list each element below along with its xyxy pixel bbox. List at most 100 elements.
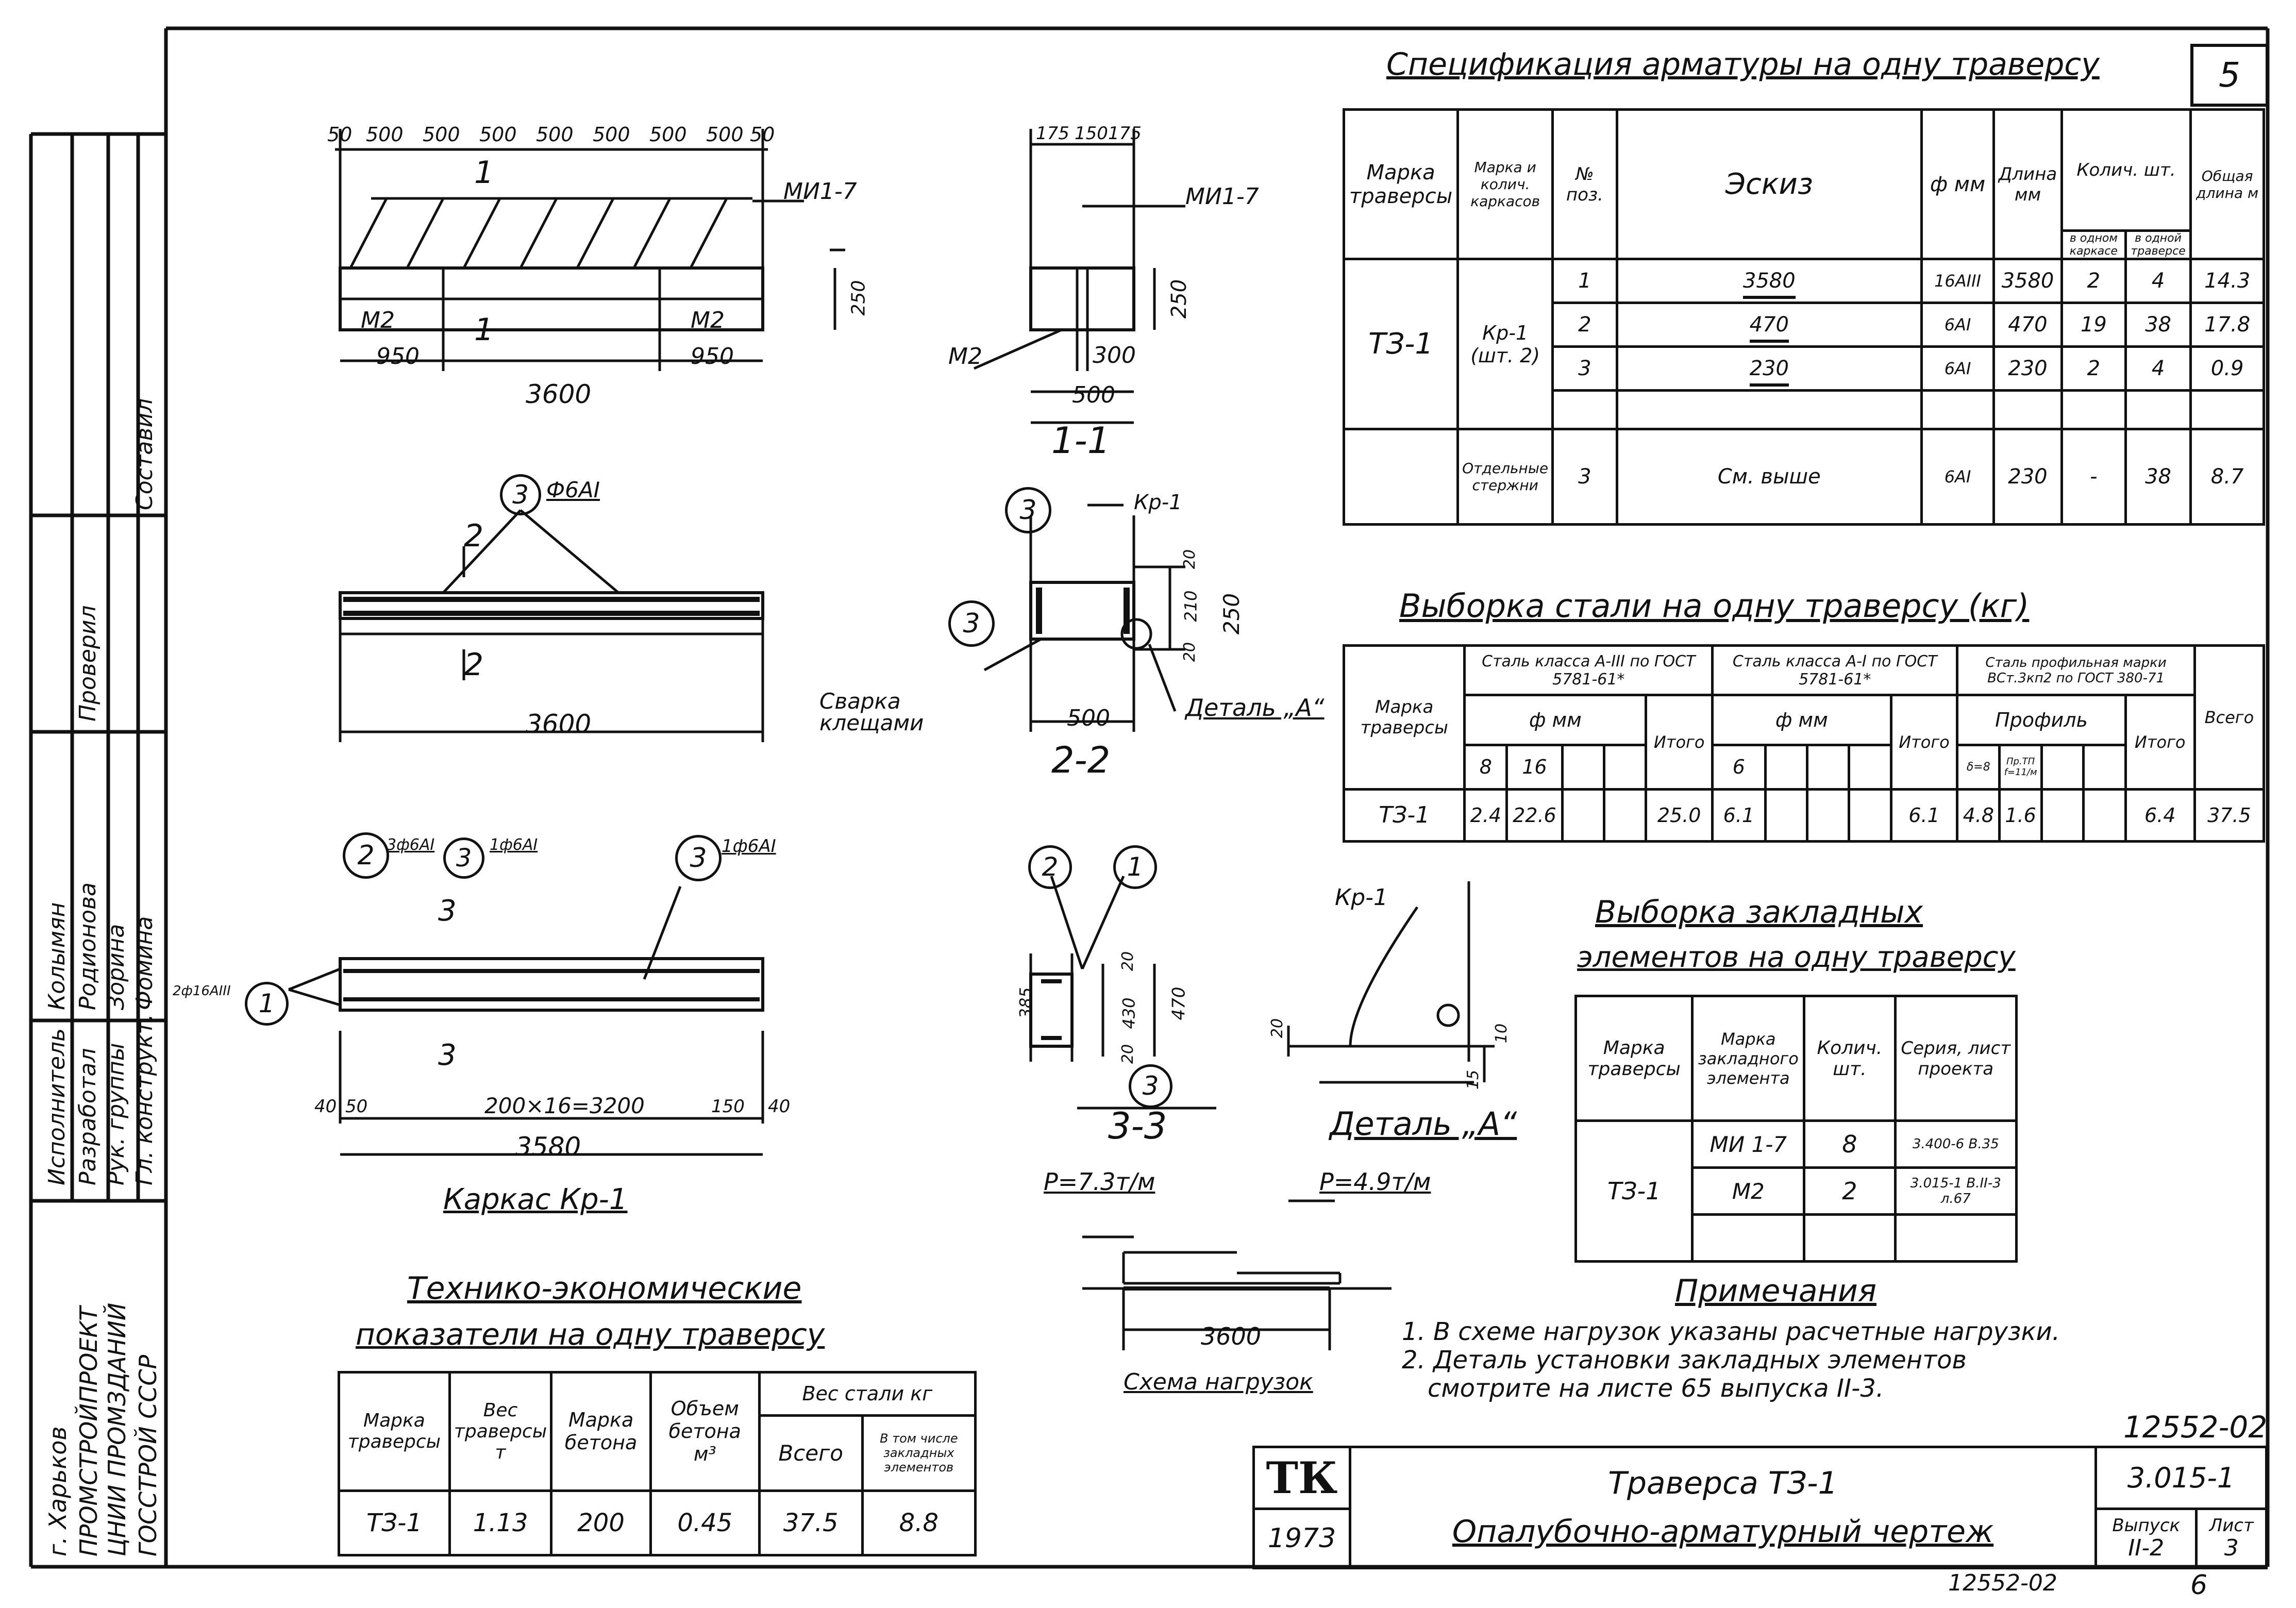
frame-label-3f6: 3ф6АI bbox=[387, 836, 435, 854]
section-22-title: 2-2 bbox=[1051, 739, 1111, 781]
stamp-title-2: Опалубочно-арматурный чертеж bbox=[1452, 1514, 1994, 1550]
emb-h-el: Марка закладного элемента bbox=[1691, 994, 1806, 1123]
stamp-title: Траверса ТЗ-1 Опалубочно-арматурный черт… bbox=[1349, 1446, 2097, 1569]
steel-h-d8: 8 bbox=[1463, 743, 1509, 791]
steel-a1-e2 bbox=[1805, 788, 1851, 843]
emb-h-series: Серия, лист проекта bbox=[1893, 994, 2018, 1123]
spec-sep-total: 8.7 bbox=[2189, 428, 2265, 526]
stamp-sheet: 3 bbox=[2224, 1534, 2239, 1561]
stamp-sheet-label: Лист bbox=[2209, 1515, 2254, 1536]
tep-h-concrete: Марка бетона bbox=[550, 1371, 652, 1492]
spec-title: Спецификация арматуры на одну траверсу bbox=[1386, 46, 2100, 82]
steel-p-e2 bbox=[2082, 788, 2127, 843]
emb-series-2: 3.015-1 В.II-3 л.67 bbox=[1893, 1166, 2018, 1216]
spec-mark: ТЗ-1 bbox=[1342, 258, 1460, 430]
stamp-code: 12552-02 bbox=[2123, 1410, 2268, 1445]
sheet-number: 5 bbox=[2190, 44, 2269, 107]
spec-len-2: 470 bbox=[1992, 301, 2063, 348]
spec-empty-dia bbox=[1920, 389, 1996, 430]
phi6-label: Ф6АI bbox=[546, 477, 600, 502]
spec-h-pos: № поз. bbox=[1551, 108, 1618, 260]
spec-len-1: 3580 bbox=[1992, 258, 2063, 304]
section-mark-3-bottom: 3 bbox=[438, 1038, 457, 1072]
spec-q1-2: 19 bbox=[2060, 301, 2127, 348]
steel-vp1: 4.8 bbox=[1956, 788, 2001, 843]
spec-sketch-2: 470 bbox=[1615, 301, 1923, 348]
spec-pos-1: 1 bbox=[1551, 258, 1618, 304]
note-1: 1. В схеме нагрузок указаны расчетные на… bbox=[1402, 1317, 2060, 1346]
dim-22-a: 20 bbox=[1181, 549, 1199, 569]
steel-v6: 6.1 bbox=[1711, 788, 1767, 843]
spec-sep-dia: 6АI bbox=[1920, 428, 1996, 526]
dim-3580: 3580 bbox=[515, 1132, 581, 1162]
tep-h-steel: Вес стали кг bbox=[758, 1371, 977, 1417]
spec-h-mark: Марка траверсы bbox=[1342, 108, 1460, 260]
tep-weight: 1.13 bbox=[448, 1489, 553, 1557]
stamp-title-1: Траверса ТЗ-1 bbox=[1608, 1465, 1838, 1501]
spec-h-frames: Марка и колич. каркасов bbox=[1456, 108, 1554, 260]
mi17-label-11: МИ1-7 bbox=[1185, 183, 1259, 210]
bar-callout-1-frame: 1 bbox=[245, 982, 289, 1026]
spec-q2-2: 38 bbox=[2124, 301, 2192, 348]
tep-incl: 8.8 bbox=[861, 1489, 977, 1557]
embedded-title-1: Выборка закладных bbox=[1595, 894, 1923, 930]
dim-33-a: 20 bbox=[1119, 951, 1137, 971]
dim-11-b: 150 bbox=[1075, 123, 1108, 144]
dim-470: 470 bbox=[1168, 986, 1189, 1020]
load-title: Схема нагрузок bbox=[1124, 1369, 1313, 1395]
stamp-year: 1973 bbox=[1252, 1507, 1351, 1569]
dim-top-5: 500 bbox=[593, 123, 630, 146]
frame-dim-50: 50 bbox=[345, 1096, 368, 1117]
frame-label-2f16: 2ф16АIII bbox=[173, 983, 231, 999]
emb-el-2: М2 bbox=[1691, 1166, 1806, 1216]
bar-callout-2-frame: 2 bbox=[343, 832, 389, 879]
steel-h-d16: 16 bbox=[1505, 743, 1564, 791]
steel-h-a3-e2 bbox=[1602, 743, 1648, 791]
embedded-title-2: элементов на одну траверсу bbox=[1577, 941, 2016, 974]
dim-top-1: 500 bbox=[366, 123, 404, 146]
emb-mark: ТЗ-1 bbox=[1574, 1119, 1694, 1263]
spec-empty-pos bbox=[1551, 389, 1618, 430]
bar-callout-3-frame-b: 3 bbox=[675, 835, 722, 881]
steel-h-itogo-a3: Итого bbox=[1645, 694, 1714, 791]
section-33-title: 3-3 bbox=[1108, 1105, 1167, 1147]
frame-title: Каркас Кр-1 bbox=[443, 1183, 628, 1216]
tep-h-incl: В том числе закладных элементов bbox=[861, 1414, 977, 1492]
spec-sep-empty bbox=[1342, 428, 1460, 526]
dim-250: 250 bbox=[848, 280, 869, 316]
emb-qty-1: 8 bbox=[1803, 1119, 1897, 1169]
steel-h-delta: δ=8 bbox=[1956, 743, 2001, 791]
spec-total-3: 0.9 bbox=[2189, 345, 2265, 392]
spec-h-len: Длина мм bbox=[1992, 108, 2063, 260]
detail-dim-15: 15 bbox=[1464, 1069, 1483, 1090]
dim-385: 385 bbox=[1016, 987, 1036, 1019]
stamp-logo: ТК bbox=[1252, 1446, 1351, 1510]
detail-title: Деталь „А“ bbox=[1330, 1105, 1517, 1143]
steel-h-dia-a1: ф мм bbox=[1711, 694, 1892, 746]
emb-h-mark: Марка траверсы bbox=[1574, 994, 1694, 1123]
load-span: 3600 bbox=[1201, 1322, 1262, 1350]
section-mark-1-bottom: 1 bbox=[474, 312, 494, 348]
bar-callout-3-22a: 3 bbox=[1005, 487, 1051, 533]
steel-h-a3: Сталь класса А-III по ГОСТ 5781-61* bbox=[1463, 644, 1714, 697]
dim-top-7: 500 bbox=[706, 123, 744, 146]
dim-top-6: 500 bbox=[649, 123, 687, 146]
steel-h-itogo-a1: Итого bbox=[1889, 694, 1959, 791]
frame-label-1f6-b: 1ф6АI bbox=[722, 836, 776, 857]
dim-950-right: 950 bbox=[691, 343, 734, 370]
bar-callout-3-frame-a: 3 bbox=[443, 837, 484, 879]
load-p1: P=7.3т/м bbox=[1044, 1168, 1155, 1196]
spec-sep-q2: 38 bbox=[2124, 428, 2192, 526]
spec-total-2: 17.8 bbox=[2189, 301, 2265, 348]
emb-e1 bbox=[1691, 1213, 1806, 1263]
steel-h-a1-e2 bbox=[1805, 743, 1851, 791]
emb-qty-2: 2 bbox=[1803, 1166, 1897, 1216]
tep-h-weight: Вес траверсы т bbox=[448, 1371, 553, 1492]
section-mark-2-top: 2 bbox=[464, 518, 484, 554]
steel-itogo3: 6.4 bbox=[2124, 788, 2196, 843]
steel-mark: ТЗ-1 bbox=[1342, 788, 1466, 843]
note-2: 2. Деталь установки закладных элементов bbox=[1402, 1346, 1967, 1375]
tep-title-2: показатели на одну траверсу bbox=[356, 1317, 825, 1352]
steel-itogo1: 25.0 bbox=[1645, 788, 1714, 843]
